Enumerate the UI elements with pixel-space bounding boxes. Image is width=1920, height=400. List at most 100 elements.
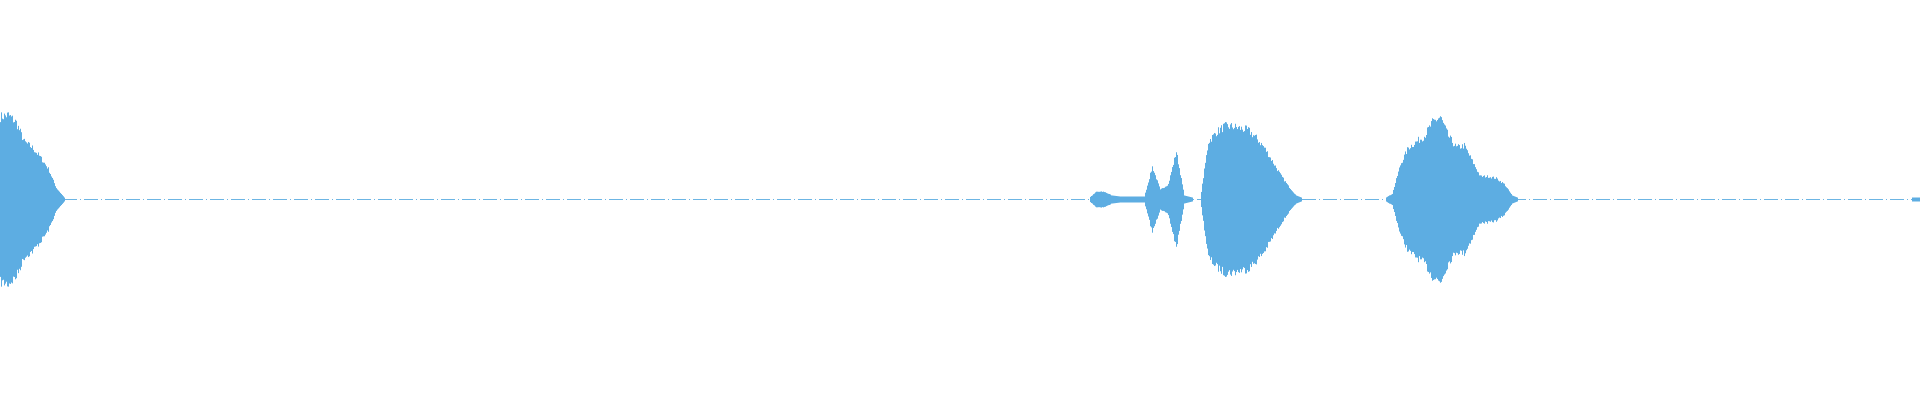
waveform-bin [1656,199,1664,201]
waveform-bin [1056,199,1064,201]
waveform-bin [1648,199,1656,201]
waveform-bin [128,199,136,201]
waveform-bin [1800,199,1808,201]
waveform-bin [208,199,216,201]
waveform-bin [1128,196,1136,203]
waveform-bin [504,199,512,201]
waveform-bin [464,199,472,201]
waveform-bin [408,199,416,201]
waveform-bin [392,199,400,201]
waveform-bin [1608,199,1616,201]
waveform-bin [736,199,744,201]
waveform-bin [216,199,224,201]
waveform-bin [1400,147,1408,252]
waveform-bin [832,199,840,201]
waveform-bin [1504,183,1512,216]
waveform-bin [520,199,528,201]
waveform-bin [528,199,536,201]
waveform-bin [1392,167,1400,232]
waveform-bin [384,199,392,201]
waveform-bin [752,199,760,201]
waveform-bin [1320,199,1328,201]
waveform-bin [1712,199,1720,201]
waveform-bin [800,199,808,201]
waveform-bin [1776,199,1784,201]
waveform-bin [1848,199,1856,201]
waveform-bin [416,199,424,201]
waveform-bin [1090,192,1096,207]
waveform-bin [480,199,488,201]
waveform-bin [1464,142,1472,257]
waveform-bin [0,112,8,287]
waveform-bin [1544,199,1552,201]
waveform-bin [1352,199,1360,201]
waveform-bin [608,199,616,201]
waveform-bin [840,199,848,201]
waveform-bin [352,199,360,201]
waveform-bin [1520,199,1528,201]
waveform-bin [80,199,88,201]
waveform-bin [1232,123,1240,276]
waveform-bin [248,199,256,201]
waveform-bin [848,199,856,201]
waveform-bin [1416,136,1424,263]
waveform-bin [944,199,952,201]
waveform-bin [32,145,40,254]
waveform-bin [344,199,352,201]
waveform-bin [1272,160,1280,239]
waveform-bin [872,199,880,201]
waveform-bin [1000,199,1008,201]
waveform-bin [1360,199,1368,201]
waveform-bin [456,199,464,201]
waveform-bin [1456,144,1464,255]
waveform-bin [424,199,432,201]
waveform-bin [856,199,864,201]
waveform-bin [600,199,608,201]
waveform-bin [1336,199,1344,201]
waveform-bin [288,199,296,201]
waveform-bin [1328,199,1336,201]
waveform-bin [24,138,32,261]
waveform-bin [1816,199,1824,201]
waveform-bin [240,199,248,201]
waveform-bin [1264,147,1272,252]
waveform-bin [144,199,152,201]
waveform-bin [1880,199,1888,201]
waveform-bin [1720,199,1728,201]
waveform-bin [936,199,944,201]
waveform-bin [1312,199,1320,201]
waveform-bin [336,199,344,201]
waveform-bin [16,120,24,279]
waveform-bin [1600,199,1608,201]
waveform-bin [72,199,80,201]
waveform-bin [816,199,824,201]
waveform-bin [688,199,696,201]
waveform-bin [40,156,48,243]
waveform-bin [120,199,128,201]
waveform-bin [160,199,168,201]
waveform-bin [1112,195,1120,204]
waveform-bin [488,199,496,201]
waveform-bin [136,199,144,201]
waveform-bin [664,199,672,201]
waveform-bin [888,199,896,201]
waveform-bin [744,199,752,201]
waveform-bin [1592,199,1600,201]
waveform-bin [1408,141,1416,258]
waveform-bin [1888,199,1896,201]
waveform-bin [280,199,288,201]
waveform-bin [296,199,304,201]
waveform-bin [1856,199,1864,201]
waveform-bin [360,199,368,201]
waveform-bin [592,199,600,201]
waveform-bin [912,199,920,201]
waveform-bin [8,112,16,287]
waveform-bin [544,199,552,201]
waveform-bin [176,199,184,201]
waveform-bin [1440,116,1448,283]
waveform-bin [1040,199,1048,201]
waveform-bin [368,199,376,201]
waveform-bin [1432,117,1440,282]
waveform-bin [1616,199,1624,201]
waveform-bin [1152,166,1160,233]
